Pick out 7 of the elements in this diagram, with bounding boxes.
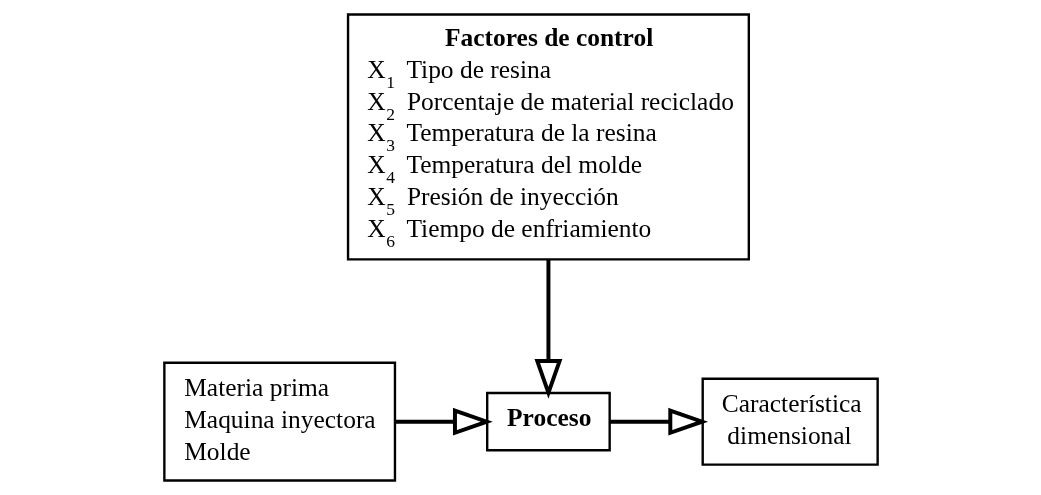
arrow — [394, 407, 493, 436]
node-box: Proceso — [485, 391, 611, 452]
arrow — [534, 259, 562, 399]
node-box: Factores de control X$_{1}$ Tipo de resina X$_{2}$ Porcentaje de material reciclado X$_{3}$ Temperatura de la resina X$_{4}$ Temperatura del molde X$_{5}$ Presión de inyección X$_{6}$ Tiempo de enfriamiento — [346, 13, 750, 261]
node-box: Materia prima Maquina inyectora Molde — [162, 361, 396, 482]
node-box: Característica dimensional — [701, 377, 879, 466]
arrow — [609, 407, 708, 436]
